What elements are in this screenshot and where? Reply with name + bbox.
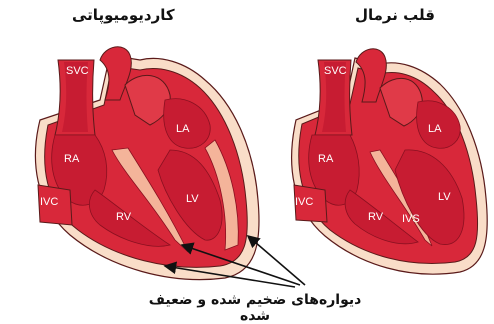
ra-label-right: RA [318, 153, 334, 165]
svc-label-left: SVC [66, 65, 89, 77]
wall-caption: دیواره‌های ضخیم شده و ضعیف شده [145, 292, 365, 324]
ra-label-left: RA [64, 153, 80, 165]
ivc-label-right: IVC [295, 196, 313, 208]
ivc-label-left: IVC [40, 196, 58, 208]
svc-label-right: SVC [324, 65, 347, 77]
rv-label-left: RV [116, 211, 132, 223]
lv-label-left: LV [186, 193, 199, 205]
normal-heart: SVC RA LA IVC RV IVS LV [292, 49, 488, 274]
la-label-right: LA [428, 123, 442, 135]
rv-label-right: RV [368, 211, 384, 223]
lv-label-right: LV [438, 191, 451, 203]
ivs-label-right: IVS [402, 213, 420, 225]
cardiomyopathy-heart: SVC RA LA IVC RV LV [35, 47, 259, 280]
la-label-left: LA [176, 123, 190, 135]
